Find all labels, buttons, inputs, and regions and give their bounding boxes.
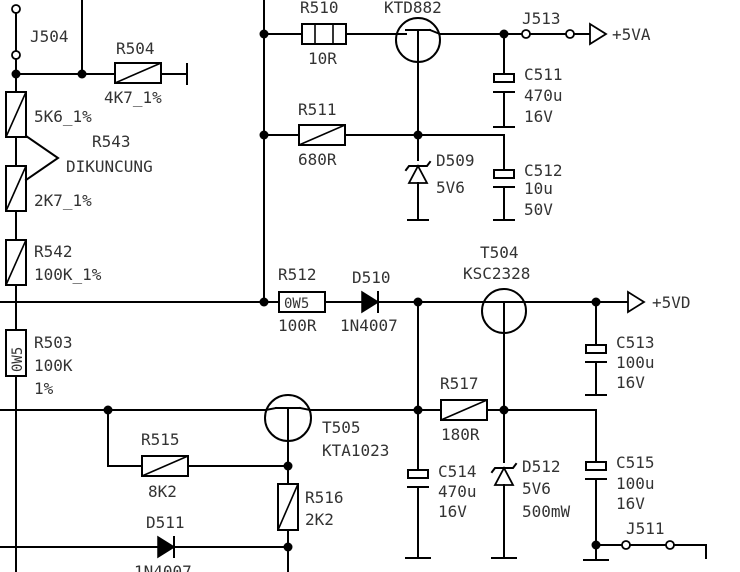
label-c515-v: 16V bbox=[616, 494, 645, 513]
label-r517-val: 180R bbox=[441, 425, 480, 444]
label-d511: D511 bbox=[146, 513, 185, 532]
labels: J504 R504 4K7_1% 5K6_1% R543 DIKUNCUNG 2… bbox=[10, 0, 691, 572]
label-r512: R512 bbox=[278, 265, 317, 284]
label-c512: C512 bbox=[524, 161, 563, 180]
label-c514-val: 470u bbox=[438, 482, 477, 501]
d511-diode bbox=[157, 535, 176, 559]
r510-resistor bbox=[301, 23, 347, 45]
top-regulator bbox=[263, 17, 608, 221]
label-c511: C511 bbox=[524, 65, 563, 84]
label-r510: R510 bbox=[300, 0, 339, 17]
label-5va: +5VA bbox=[612, 25, 651, 44]
label-j511: J511 bbox=[626, 519, 665, 538]
label-r543: R543 bbox=[92, 132, 131, 151]
label-d511-val: 1N4007 bbox=[134, 562, 192, 572]
label-r542-val: 100K_1% bbox=[34, 265, 102, 284]
label-r504-val: 4K7_1% bbox=[104, 88, 162, 107]
label-c511-val: 470u bbox=[524, 86, 563, 105]
label-r511: R511 bbox=[298, 100, 337, 119]
d510-diode bbox=[361, 290, 380, 314]
label-c515-val: 100u bbox=[616, 474, 655, 493]
label-d509-val: 5V6 bbox=[436, 178, 465, 197]
j511-terminal bbox=[621, 540, 631, 550]
label-r511-val: 680R bbox=[298, 150, 337, 169]
label-r542: R542 bbox=[34, 242, 73, 261]
left-rail bbox=[0, 0, 188, 572]
r543-bridge-marker bbox=[24, 134, 60, 182]
label-d510-val: 1N4007 bbox=[340, 316, 398, 335]
label-d512-p: 500mW bbox=[522, 502, 571, 521]
label-c513-val: 100u bbox=[616, 353, 655, 372]
label-d509: D509 bbox=[436, 151, 475, 170]
d512-zener bbox=[493, 466, 515, 486]
c512-capacitor bbox=[493, 169, 515, 179]
label-r512-val: 100R bbox=[278, 316, 317, 335]
label-t505-val: KTA1023 bbox=[322, 441, 389, 460]
label-r517: R517 bbox=[440, 374, 479, 393]
label-r516-val: 2K2 bbox=[305, 510, 334, 529]
c511-capacitor bbox=[493, 73, 515, 83]
label-r516: R516 bbox=[305, 488, 344, 507]
d509-zener bbox=[407, 164, 429, 184]
label-t504-val: KSC2328 bbox=[463, 264, 530, 283]
label-j513: J513 bbox=[522, 9, 561, 28]
label-t505: T505 bbox=[322, 418, 361, 437]
label-c514-v: 16V bbox=[438, 502, 467, 521]
label-r543-top: 5K6_1% bbox=[34, 107, 92, 126]
label-j504: J504 bbox=[30, 27, 69, 46]
j504-terminal bbox=[11, 50, 21, 60]
label-c512-val: 10u bbox=[524, 179, 553, 198]
label-t504: T504 bbox=[480, 243, 519, 262]
middle-regulator bbox=[278, 288, 707, 561]
label-d512: D512 bbox=[522, 457, 561, 476]
label-r503-val: 100K bbox=[34, 356, 73, 375]
label-5vd: +5VD bbox=[652, 293, 691, 312]
c514-capacitor bbox=[407, 469, 429, 479]
label-r512-body: 0W5 bbox=[284, 296, 309, 312]
label-ktd882: KTD882 bbox=[384, 0, 442, 17]
label-c512-v: 50V bbox=[524, 200, 553, 219]
vcc-5vd-arrow bbox=[627, 290, 646, 314]
label-r503-body: 0W5 bbox=[10, 347, 26, 372]
label-d510: D510 bbox=[352, 268, 391, 287]
label-r504: R504 bbox=[116, 39, 155, 58]
label-d512-val: 5V6 bbox=[522, 479, 551, 498]
j513-terminal bbox=[521, 29, 531, 39]
c513-capacitor bbox=[585, 344, 607, 354]
label-r543-note: DIKUNCUNG bbox=[66, 157, 153, 176]
label-c511-v: 16V bbox=[524, 107, 553, 126]
vcc-5va-arrow bbox=[589, 22, 608, 46]
label-r503-tol: 1% bbox=[34, 379, 54, 398]
label-r510-val: 10R bbox=[308, 49, 337, 68]
label-c513-v: 16V bbox=[616, 373, 645, 392]
label-r503: R503 bbox=[34, 333, 73, 352]
bottom-section bbox=[0, 394, 419, 572]
c515-capacitor bbox=[585, 461, 607, 471]
label-c513: C513 bbox=[616, 333, 655, 352]
label-r515-val: 8K2 bbox=[148, 482, 177, 501]
label-r515: R515 bbox=[141, 430, 180, 449]
label-c515: C515 bbox=[616, 453, 655, 472]
label-c514: C514 bbox=[438, 462, 477, 481]
label-r543-bot: 2K7_1% bbox=[34, 191, 92, 210]
terminal-top bbox=[11, 4, 21, 14]
